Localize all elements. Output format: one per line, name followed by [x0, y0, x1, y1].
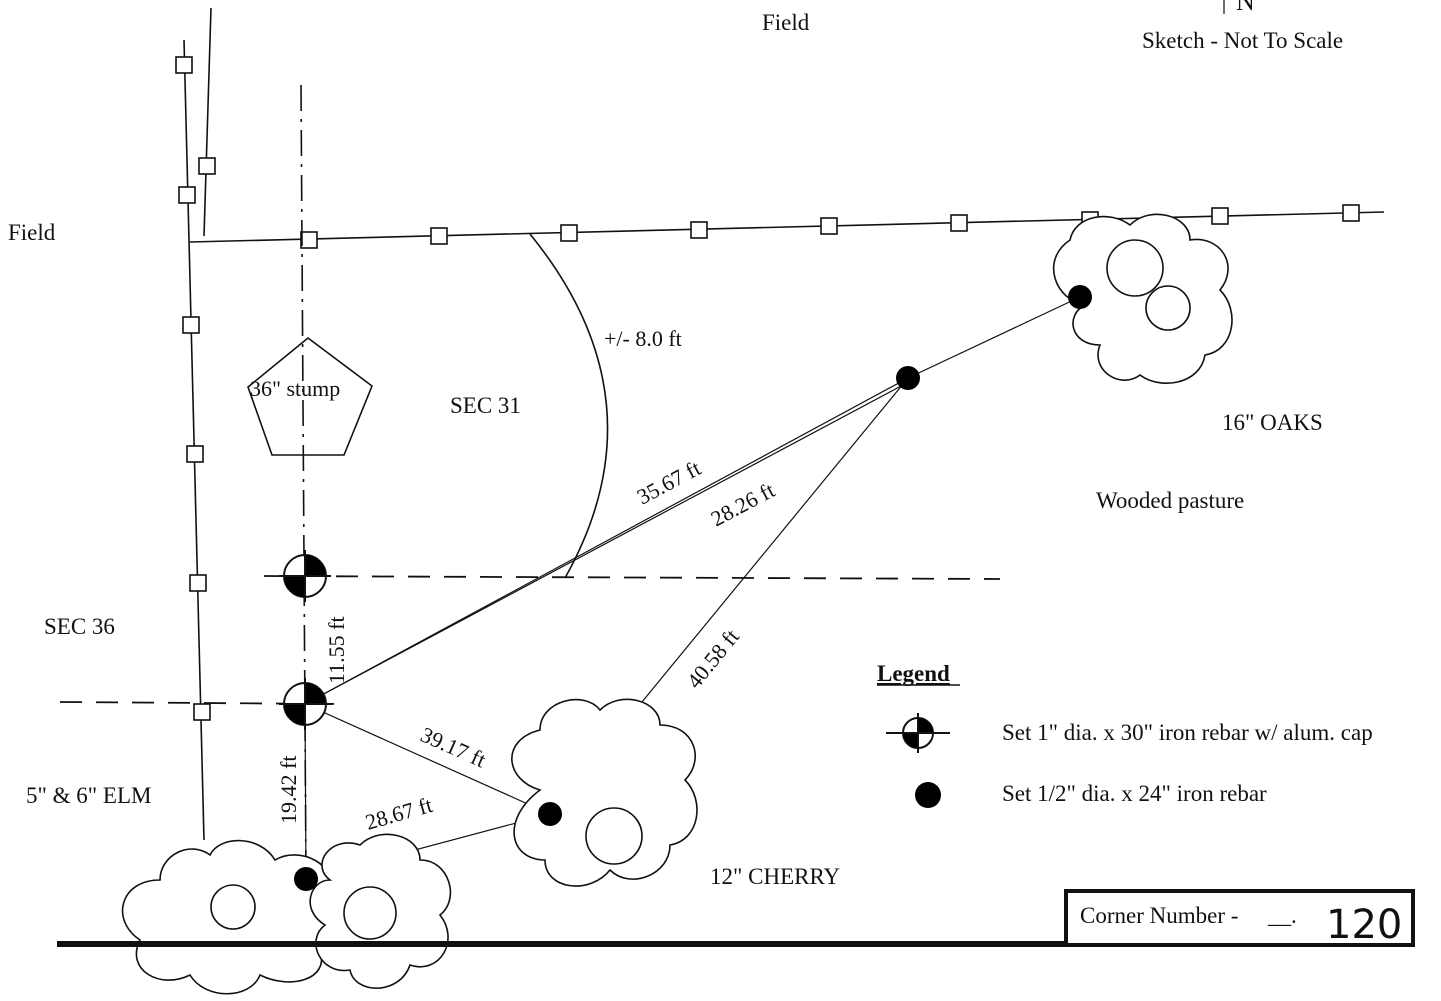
corner-blank: __.	[1267, 903, 1297, 928]
fence-post-icon	[178, 186, 196, 204]
rebar-dot-icon	[1068, 285, 1092, 309]
rebar-dot-icon	[294, 867, 318, 891]
wooded-label: Wooded pasture	[1096, 488, 1244, 513]
north-fence	[189, 211, 1385, 243]
arc-dimension: +/- 8.0 ft	[604, 326, 682, 351]
fence-post-icon	[189, 574, 207, 592]
corner-label: Corner Number -	[1080, 903, 1238, 928]
quarter-line-upper	[263, 575, 1001, 580]
elm-label: 5" & 6" ELM	[26, 783, 151, 808]
north-label: N	[1236, 0, 1255, 16]
dim-28-67: 28.67 ft	[362, 792, 435, 835]
legend-item-2: Set 1/2" dia. x 24" iron rebar	[1002, 781, 1267, 806]
cherry-tree	[511, 698, 698, 887]
cherry-label: 12" CHERRY	[710, 864, 841, 889]
fence-post-icon	[300, 231, 318, 249]
fence-post-icon	[430, 227, 448, 245]
legend-cap-monument-icon	[886, 713, 950, 753]
corner-number-box: Corner Number - __. 120	[1064, 889, 1415, 948]
cap-monument-icon	[279, 678, 331, 730]
stump-label: 36" stump	[250, 376, 340, 401]
dim-19-42: 19.42 ft	[276, 756, 301, 824]
cap-monument-icon	[279, 550, 331, 602]
dim-39-17: 39.17 ft	[417, 722, 490, 773]
dim-35-67: 35.67 ft	[633, 455, 705, 509]
dim-40-58: 40.58 ft	[681, 624, 744, 693]
legend-item-1: Set 1" dia. x 30" iron rebar w/ alum. ca…	[1002, 720, 1373, 745]
dim-28-26: 28.26 ft	[707, 477, 779, 531]
arc-swing	[529, 233, 609, 579]
sec36-label: SEC 36	[44, 614, 115, 639]
legend-title: Legend	[877, 661, 950, 686]
fence-post-icon	[186, 445, 204, 463]
fence-post-icon	[175, 56, 193, 74]
rebar-dot-icon	[538, 802, 562, 826]
dim-11-55: 11.55 ft	[324, 616, 349, 684]
fence-post-icon	[182, 316, 200, 334]
fence-post-icon	[820, 217, 838, 235]
legend: Legend Set 1" dia. x 30" iron rebar w/ a…	[877, 661, 1373, 808]
fence-posts	[175, 56, 1360, 721]
oaks-label: 16" OAKS	[1222, 410, 1323, 435]
fence-post-icon	[690, 221, 708, 239]
elm-trees	[121, 833, 452, 995]
oak-trees	[1052, 213, 1233, 384]
stump-icon	[247, 336, 373, 456]
field-left-label: Field	[8, 220, 56, 245]
fence-post-icon	[1342, 204, 1360, 222]
fence-post-icon	[950, 214, 968, 232]
field-top-label: Field	[762, 10, 810, 35]
fence-post-icon	[1211, 207, 1229, 225]
legend-rebar-dot-icon	[915, 782, 941, 808]
rebar-dot-icon	[896, 366, 920, 390]
fence-post-icon	[198, 157, 216, 175]
corner-number: 120	[1326, 902, 1402, 948]
sketch-note: Sketch - Not To Scale	[1142, 28, 1343, 53]
fence-post-icon	[193, 703, 211, 721]
sec31-label: SEC 31	[450, 393, 521, 418]
fence-post-icon	[560, 224, 578, 242]
